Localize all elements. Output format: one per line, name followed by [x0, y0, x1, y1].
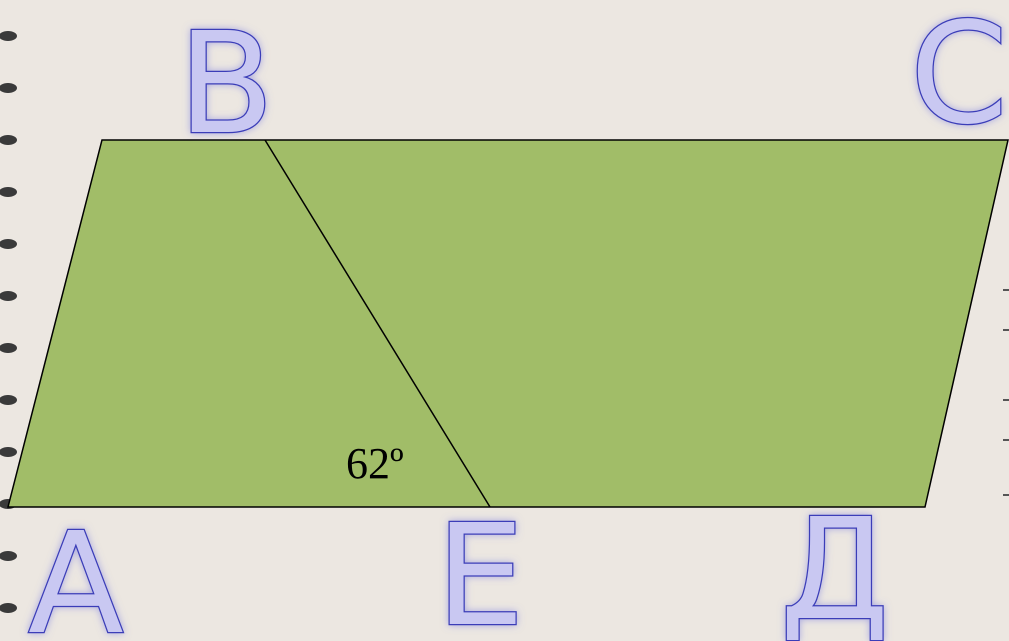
vertex-label-d: Д: [780, 489, 889, 641]
vertex-label-c: C: [910, 0, 1008, 156]
segment-be: [264, 139, 491, 508]
angle-label-bea: 62º: [346, 439, 404, 488]
vertex-label-b: B: [178, 3, 274, 166]
edge-marks: [1003, 289, 1009, 496]
vertex-label-e: E: [436, 495, 524, 641]
spiral-binding: [0, 31, 17, 613]
parallelogram-abcd: [7, 139, 1009, 508]
vertex-label-a: A: [28, 503, 124, 641]
